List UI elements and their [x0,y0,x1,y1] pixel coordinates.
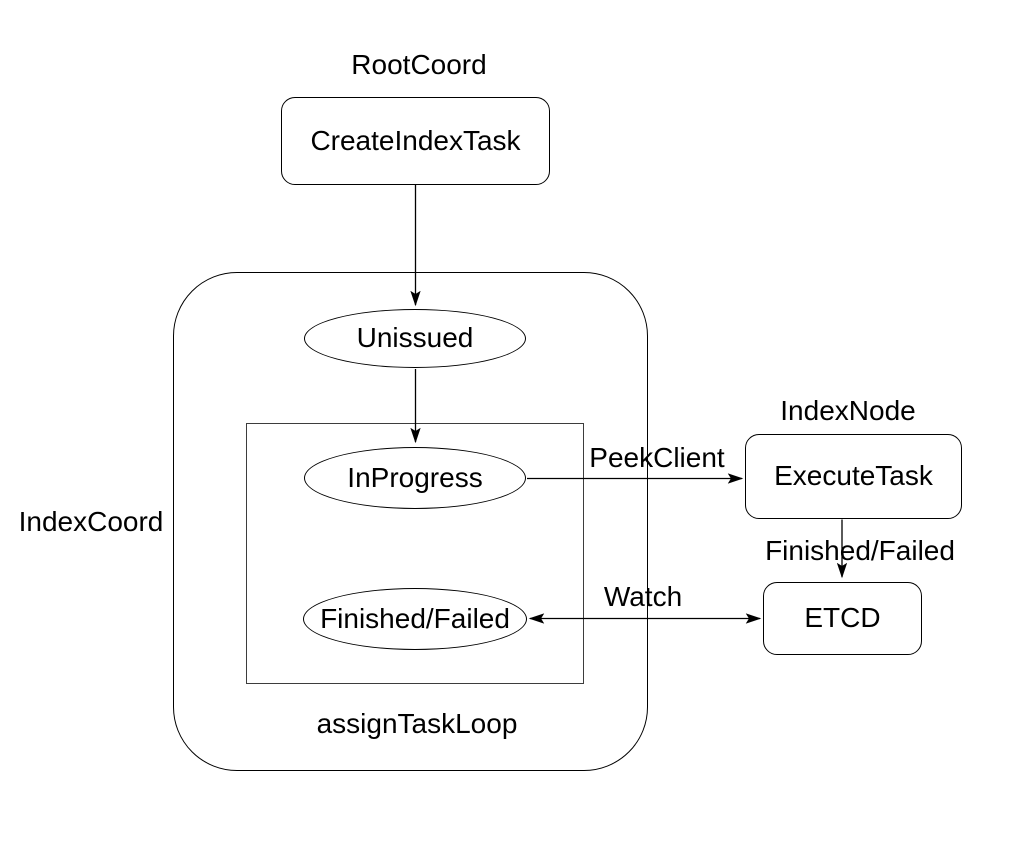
index-node-group-label: IndexNode [780,394,916,426]
unissued-state-node: Unissued [304,309,526,368]
finished-failed-state-label: Finished/Failed [320,602,510,634]
etcd-label: ETCD [804,602,881,634]
finished-failed-state-node: Finished/Failed [303,588,527,650]
create-index-task-node: CreateIndexTask [281,97,550,185]
index-coord-container [173,272,648,771]
watch-edge-label: Watch [603,580,683,612]
create-index-task-label: CreateIndexTask [310,124,521,156]
root-coord-group-label: RootCoord [351,48,487,80]
in-progress-state-node: InProgress [304,447,526,509]
index-coord-group-label: IndexCoord [18,505,164,537]
assign-task-loop-group-label: assignTaskLoop [316,707,518,739]
in-progress-label: InProgress [347,461,483,493]
execute-task-node: ExecuteTask [745,434,962,519]
peek-client-edge-label: PeekClient [589,441,725,473]
unissued-label: Unissued [356,322,474,354]
finished-failed-edge-label: Finished/Failed [765,534,955,566]
etcd-node: ETCD [763,582,922,655]
execute-task-label: ExecuteTask [774,460,933,492]
